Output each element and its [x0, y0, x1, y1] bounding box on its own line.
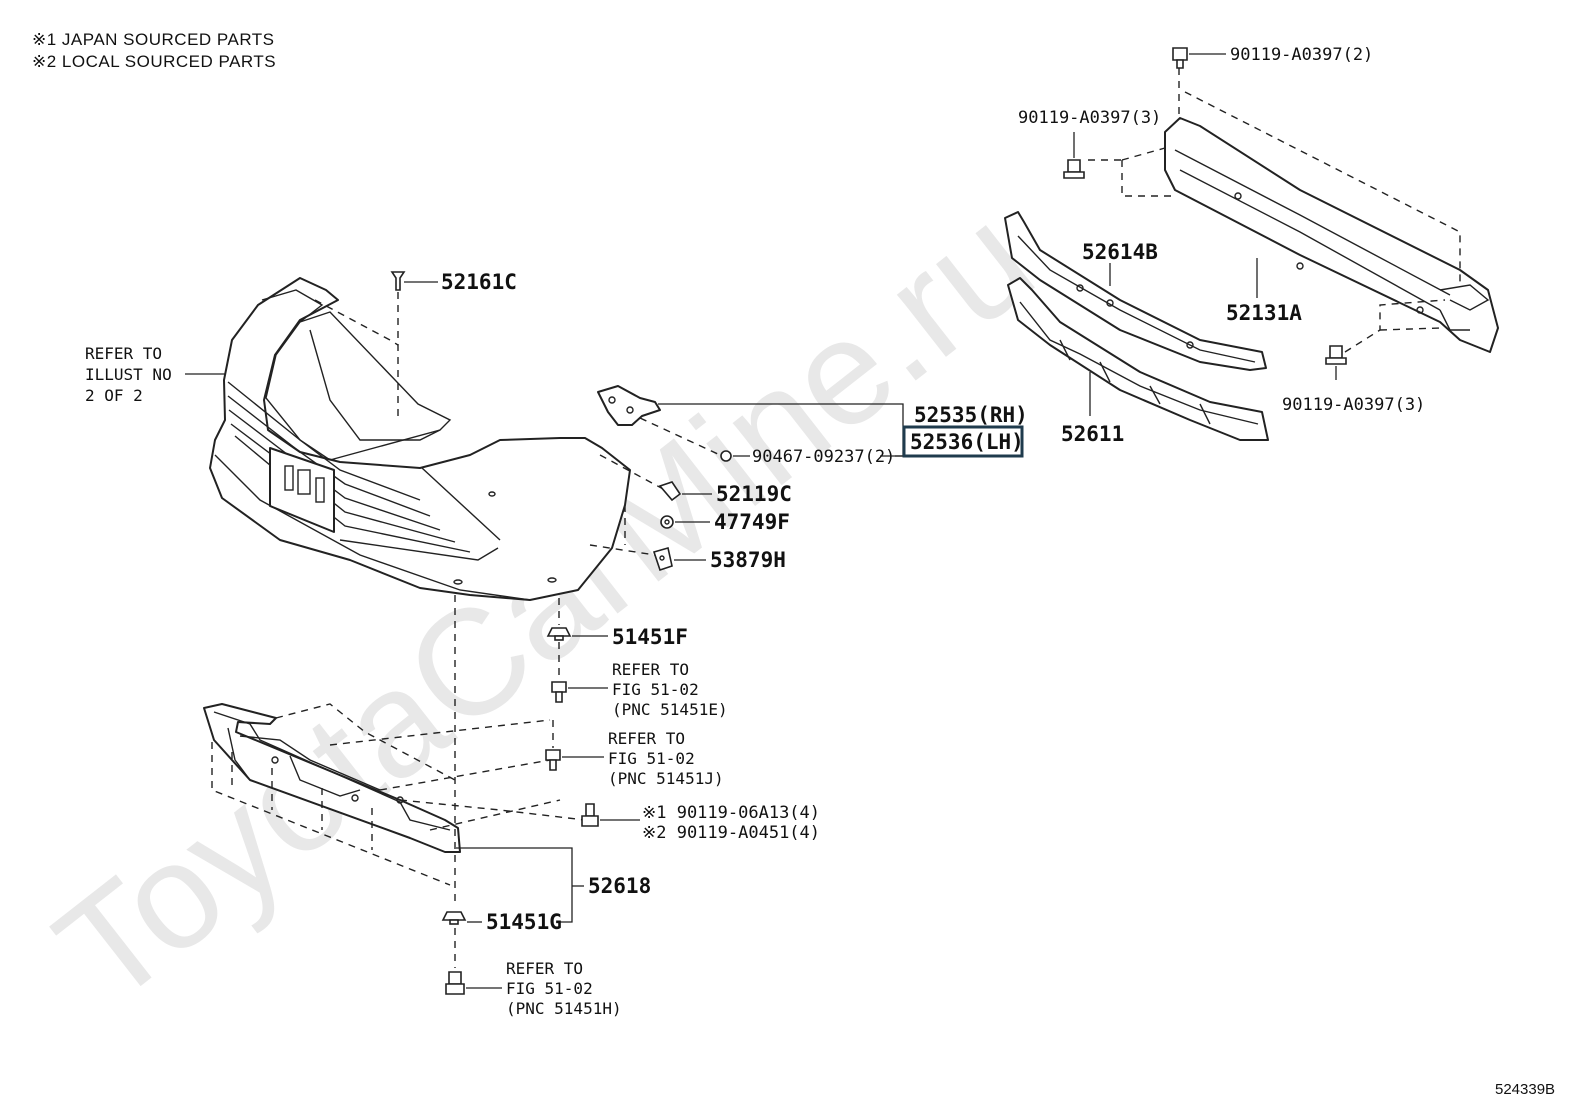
- bolt-90119-right-icon[interactable]: [1325, 345, 1347, 365]
- part-label-52536-lh[interactable]: 52536(LH): [910, 430, 1024, 454]
- part-label-53879H[interactable]: 53879H: [710, 548, 786, 572]
- part-label-52131A[interactable]: 52131A: [1226, 301, 1302, 325]
- bolt-90119-top-icon[interactable]: [1172, 47, 1188, 69]
- part-label-52611[interactable]: 52611: [1061, 422, 1124, 446]
- clip-90467-icon[interactable]: [720, 450, 732, 462]
- clip-52119C-icon[interactable]: [658, 481, 682, 502]
- part-label-90467-09237[interactable]: 90467-09237(2): [752, 447, 895, 467]
- part-label-90119-A0397-top[interactable]: 90119-A0397(2): [1230, 45, 1373, 65]
- refer-j-line2: FIG 51-02: [608, 749, 695, 768]
- refer-illust-line1: REFER TO: [85, 344, 162, 363]
- clip-53879H-icon[interactable]: [652, 546, 673, 572]
- bumper-reinforcement-52131A[interactable]: [1164, 117, 1499, 353]
- part-label-90119-06A13[interactable]: ※1 90119-06A13(4): [642, 803, 820, 823]
- part-label-51451G[interactable]: 51451G: [486, 910, 562, 934]
- bolt-refer-h-icon[interactable]: [445, 971, 465, 995]
- energy-absorber-52614B[interactable]: [1004, 211, 1267, 371]
- refer-e-line1: REFER TO: [612, 660, 689, 679]
- part-label-90119-A0451[interactable]: ※2 90119-A0451(4): [642, 823, 820, 843]
- part-label-47749F[interactable]: 47749F: [714, 510, 790, 534]
- bolt-90119-06A13-icon[interactable]: [581, 803, 599, 827]
- highlight-box-52536: [902, 425, 1024, 458]
- part-label-51451F[interactable]: 51451F: [612, 625, 688, 649]
- energy-absorber-52611[interactable]: [1007, 277, 1269, 441]
- engine-under-cover-52618[interactable]: [203, 703, 461, 853]
- refer-illust-line3: 2 OF 2: [85, 386, 143, 405]
- part-label-90119-A0397-right[interactable]: 90119-A0397(3): [1282, 395, 1425, 415]
- nut-47749F-icon[interactable]: [660, 515, 674, 529]
- part-label-90119-A0397-left[interactable]: 90119-A0397(3): [1018, 108, 1161, 128]
- note-local-sourced: ※2 LOCAL SOURCED PARTS: [32, 52, 276, 71]
- bumper-retainer-bracket[interactable]: [597, 385, 661, 426]
- refer-h-line2: FIG 51-02: [506, 979, 593, 998]
- diagram-code: 524339B: [1495, 1081, 1555, 1098]
- bolt-refer-e-icon[interactable]: [551, 681, 567, 703]
- front-bumper-cover[interactable]: [209, 277, 631, 601]
- part-label-52161C[interactable]: 52161C: [441, 270, 517, 294]
- refer-illust-line2: ILLUST NO: [85, 365, 172, 384]
- part-label-52618[interactable]: 52618: [588, 874, 651, 898]
- refer-h-line1: REFER TO: [506, 959, 583, 978]
- part-label-52614B[interactable]: 52614B: [1082, 240, 1158, 264]
- part-label-52535-rh[interactable]: 52535(RH): [914, 403, 1028, 427]
- clip-52161C-icon[interactable]: [390, 271, 406, 291]
- refer-e-line2: FIG 51-02: [612, 680, 699, 699]
- bolt-refer-j-icon[interactable]: [545, 749, 561, 771]
- refer-j-line1: REFER TO: [608, 729, 685, 748]
- bolt-90119-left-icon[interactable]: [1063, 159, 1085, 179]
- refer-illust-note: REFER TO ILLUST NO 2 OF 2: [85, 344, 225, 405]
- refer-h-line3: (PNC 51451H): [506, 999, 622, 1018]
- note-japan-sourced: ※1 JAPAN SOURCED PARTS: [32, 30, 275, 49]
- refer-j-line3: (PNC 51451J): [608, 769, 724, 788]
- clip-51451F-icon[interactable]: [546, 627, 572, 641]
- clip-51451G-icon[interactable]: [441, 911, 467, 925]
- watermark: ToyotaCarMine.ru: [26, 174, 1062, 1035]
- part-label-52119C[interactable]: 52119C: [716, 482, 792, 506]
- refer-e-line3: (PNC 51451E): [612, 700, 728, 719]
